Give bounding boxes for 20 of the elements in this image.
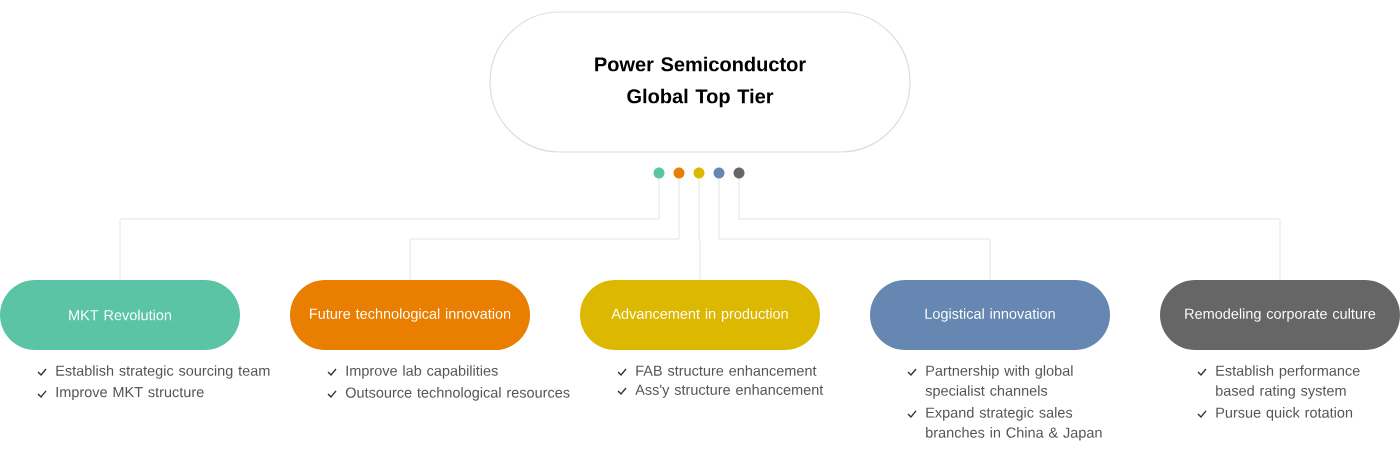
list-item: Outsource technological resources	[345, 387, 570, 401]
connector-line	[409, 178, 680, 281]
list-item: Improve MKT structure	[56, 387, 204, 401]
list-item: Establish strategic sourcing team	[56, 365, 270, 379]
list-item: Improve lab capabilities	[346, 365, 498, 379]
category-pill: Advancement in production	[580, 280, 820, 350]
category-pill: Future technological innovation	[290, 280, 530, 350]
category-pill: MKT Revolution	[0, 280, 240, 350]
category-pill: Remodeling corporate culture	[1160, 280, 1400, 350]
connector-line	[738, 178, 1281, 281]
list-item: Pursue quick rotation	[1216, 407, 1353, 421]
list-item: FAB structure enhancement	[636, 365, 817, 376]
connector-line	[718, 178, 991, 281]
connector-line	[119, 178, 660, 281]
category-pill: Logistical innovation	[870, 280, 1110, 350]
list-item: Establish performance based rating system	[1216, 365, 1360, 399]
list-item: Expand strategic sales branches in China & Japan	[926, 407, 1102, 441]
list-item: Partnership with global specialist channels	[925, 365, 1073, 399]
goal-pill: Power Semiconductor Global Top Tier	[489, 11, 911, 153]
list-item: Ass'y structure enhancement	[635, 384, 824, 398]
